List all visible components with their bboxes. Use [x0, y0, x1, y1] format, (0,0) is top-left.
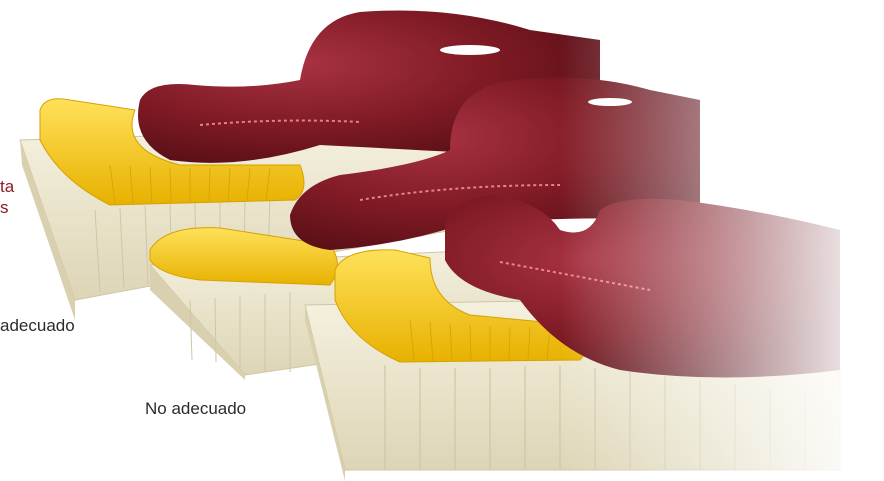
right-fade-overlay	[560, 0, 884, 481]
middle-label: adecuado	[0, 316, 75, 336]
bottom-label: No adecuado	[145, 399, 246, 419]
top-left-label-line1: ta	[0, 176, 14, 197]
top-left-label: ta s	[0, 176, 14, 218]
top-left-label-line2: s	[0, 197, 14, 218]
